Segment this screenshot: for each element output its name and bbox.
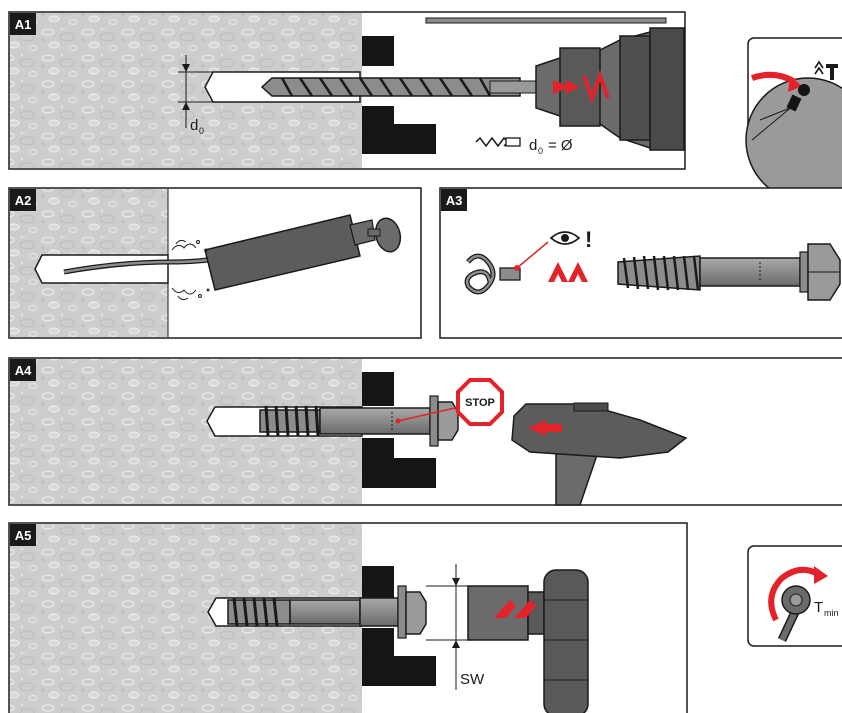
step-label-box [441, 189, 467, 211]
diameter-dimension: d 0 [178, 55, 215, 136]
torque-wrench-icon: T min [747, 545, 842, 647]
drill-mode-dial-icon [745, 37, 842, 203]
step-a2-panel: A2 [8, 187, 422, 339]
step-label: A1 [15, 17, 32, 32]
hammer-mode-icon [582, 70, 610, 104]
sw-dimension: SW [426, 564, 485, 690]
up-arrows-icon [548, 262, 588, 282]
drill-hole [34, 254, 169, 284]
fixture-bottom [362, 106, 436, 154]
fixture-bottom [362, 438, 436, 488]
drill-diameter-formula: d 0 = Ø [475, 136, 573, 156]
fixture-top [362, 36, 394, 66]
step-a1-panel: A1 d 0 [8, 11, 686, 170]
spring-icon [464, 241, 549, 295]
step-label: A5 [15, 528, 32, 543]
small-drill-bit-icon [475, 136, 521, 148]
formula-sub: 0 [538, 146, 543, 156]
stop-sign-icon: STOP [456, 378, 504, 426]
anchor-bolt-icon [617, 243, 841, 301]
hammer-icon [511, 402, 688, 506]
sw-label: SW [460, 671, 485, 688]
eye-icon [549, 231, 581, 245]
arrow-left-icon [528, 420, 562, 436]
step-label-box [10, 359, 36, 381]
d0-sub: 0 [199, 126, 204, 136]
socket-wrench-icon [467, 569, 589, 713]
hammer-drill-icon [535, 27, 685, 151]
step-a4-panel: A4 STOP [8, 357, 842, 506]
step-a5-panel: A5 SW [8, 522, 688, 713]
formula-d: d [529, 137, 537, 154]
drill-bit-icon [260, 77, 541, 97]
exclamation-mark: ! [585, 227, 592, 252]
blow-out-pump-icon [63, 214, 402, 291]
fixture-top [362, 372, 394, 406]
fixture-top [362, 566, 394, 598]
step-label-box [10, 189, 36, 211]
step-a3-panel: A3 ! [439, 187, 842, 339]
torque-label: T [814, 599, 823, 616]
formula-rest: = Ø [548, 137, 573, 154]
d0-symbol: d [190, 117, 198, 134]
step-label: A2 [15, 193, 32, 208]
step-label: A4 [15, 363, 32, 378]
anchor-bolt-icon [227, 585, 427, 639]
step-label-box [10, 13, 36, 35]
step-label-box [10, 524, 36, 546]
torque-sub: min [824, 608, 839, 618]
step-label: A3 [446, 193, 463, 208]
rotation-arrow-icon [494, 600, 536, 618]
stop-text: STOP [465, 397, 495, 409]
anchor-bolt-icon [259, 395, 459, 447]
fixture-bottom [362, 628, 436, 686]
dust-icon [171, 239, 210, 301]
